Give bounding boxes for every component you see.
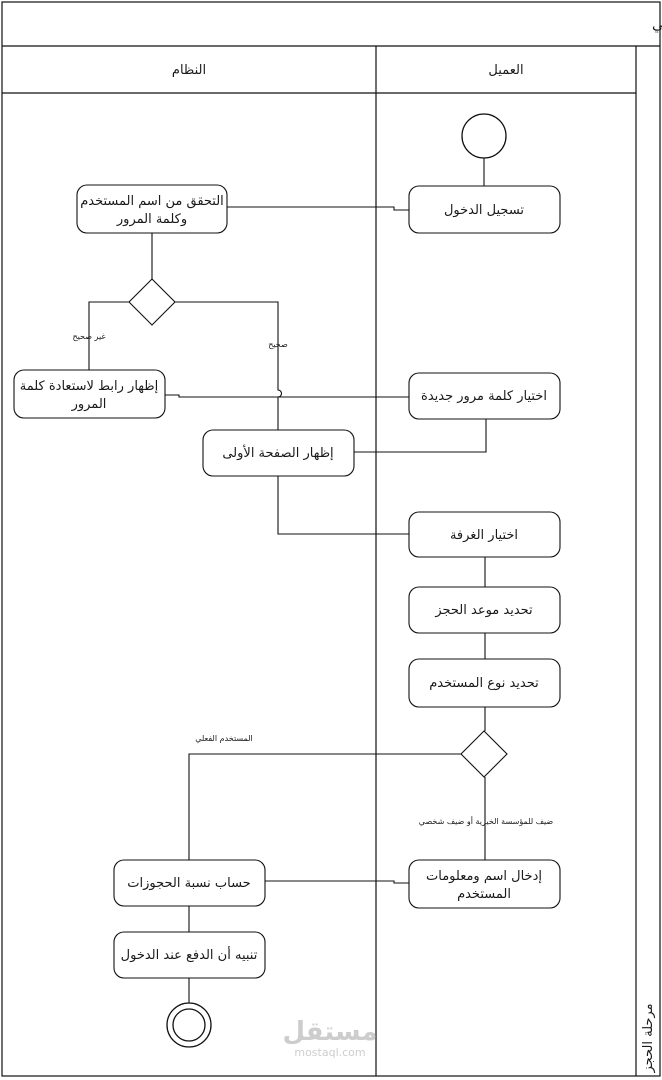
flow-decision-incorrect (88, 301, 129, 370)
flow-password-to-home (354, 419, 487, 453)
guard-actual-user: المستخدم الفعلي (195, 734, 253, 743)
activity-choose-password-label: اختيار كلمة مرور جديدة (421, 389, 547, 404)
lane-title-client: العميل (488, 63, 523, 78)
flow-reset-to-password (165, 394, 409, 398)
activity-show-home: إظهار الصفحة الأولى (202, 429, 355, 477)
activity-enter-info-label-line1: إدخال اسم ومعلومات (426, 869, 542, 884)
activity-verify-label-line1: التحقق من اسم المستخدم (80, 194, 224, 209)
flow-decision-correct (175, 301, 283, 430)
activity-set-user-type: تحديد نوع المستخدم (408, 658, 561, 708)
activity-show-home-label: إظهار الصفحة الأولى (222, 444, 333, 461)
watermark: مستقل mostaql.com (282, 1017, 377, 1059)
activity-set-user-type-label: تحديد نوع المستخدم (429, 676, 539, 691)
activity-choose-password: اختيار كلمة مرور جديدة (408, 372, 561, 420)
activity-choose-room: اختيار الغرفة (408, 511, 561, 558)
guard-incorrect: غير صحيح (72, 332, 105, 341)
activity-verify: التحقق من اسم المستخدم وكلمة المرور (76, 184, 228, 234)
activity-payment-notice-label: تنبيه أن الدفع عند الدخول (121, 946, 258, 963)
activity-show-reset-link-label-line2: المرور (71, 397, 107, 412)
decision-user-type (460, 730, 508, 778)
decision-credentials (128, 278, 176, 326)
activity-verify-label-line2: وكلمة المرور (116, 212, 187, 227)
flow-info-to-calc (265, 880, 409, 884)
activity-choose-room-label: اختيار الغرفة (450, 528, 518, 543)
activity-set-date-label: تحديد موعد الحجز (434, 603, 533, 618)
activity-enter-info-label-line2: المستخدم (457, 887, 511, 902)
activity-payment-notice: تنبيه أن الدفع عند الدخول (113, 931, 266, 979)
activity-login-label: تسجيل الدخول (444, 203, 524, 218)
activity-show-reset-link: إظهار رابط لاستعادة كلمة المرور (13, 369, 166, 419)
final-node-inner (172, 1008, 206, 1042)
activity-calc-ratio-label: حساب نسبة الحجوزات (127, 876, 250, 891)
watermark-url: mostaql.com (294, 1046, 365, 1059)
activity-show-reset-link-label-line1: إظهار رابط لاستعادة كلمة (20, 379, 158, 394)
activity-calc-ratio: حساب نسبة الحجوزات (113, 859, 266, 907)
initial-node (461, 113, 507, 159)
diagram-title: نظام الحجز الالكتروني (652, 17, 662, 33)
activity-enter-info: إدخال اسم ومعلومات المستخدم (408, 859, 561, 909)
flow-decision-actual-user (188, 753, 461, 860)
activity-set-date: تحديد موعد الحجز (408, 586, 561, 634)
guard-correct: صحيح (268, 340, 288, 349)
phase-label: مرحلة الحجز (641, 1003, 656, 1073)
activity-login: تسجيل الدخول (408, 185, 561, 234)
lane-title-system: النظام (172, 63, 206, 78)
flow-login-to-verify (227, 206, 409, 211)
watermark-name: مستقل (282, 1017, 377, 1047)
guard-guest: ضيف للمؤسسة الخيرية أو ضيف شخصي (419, 816, 554, 826)
flow-home-to-room (277, 476, 409, 535)
